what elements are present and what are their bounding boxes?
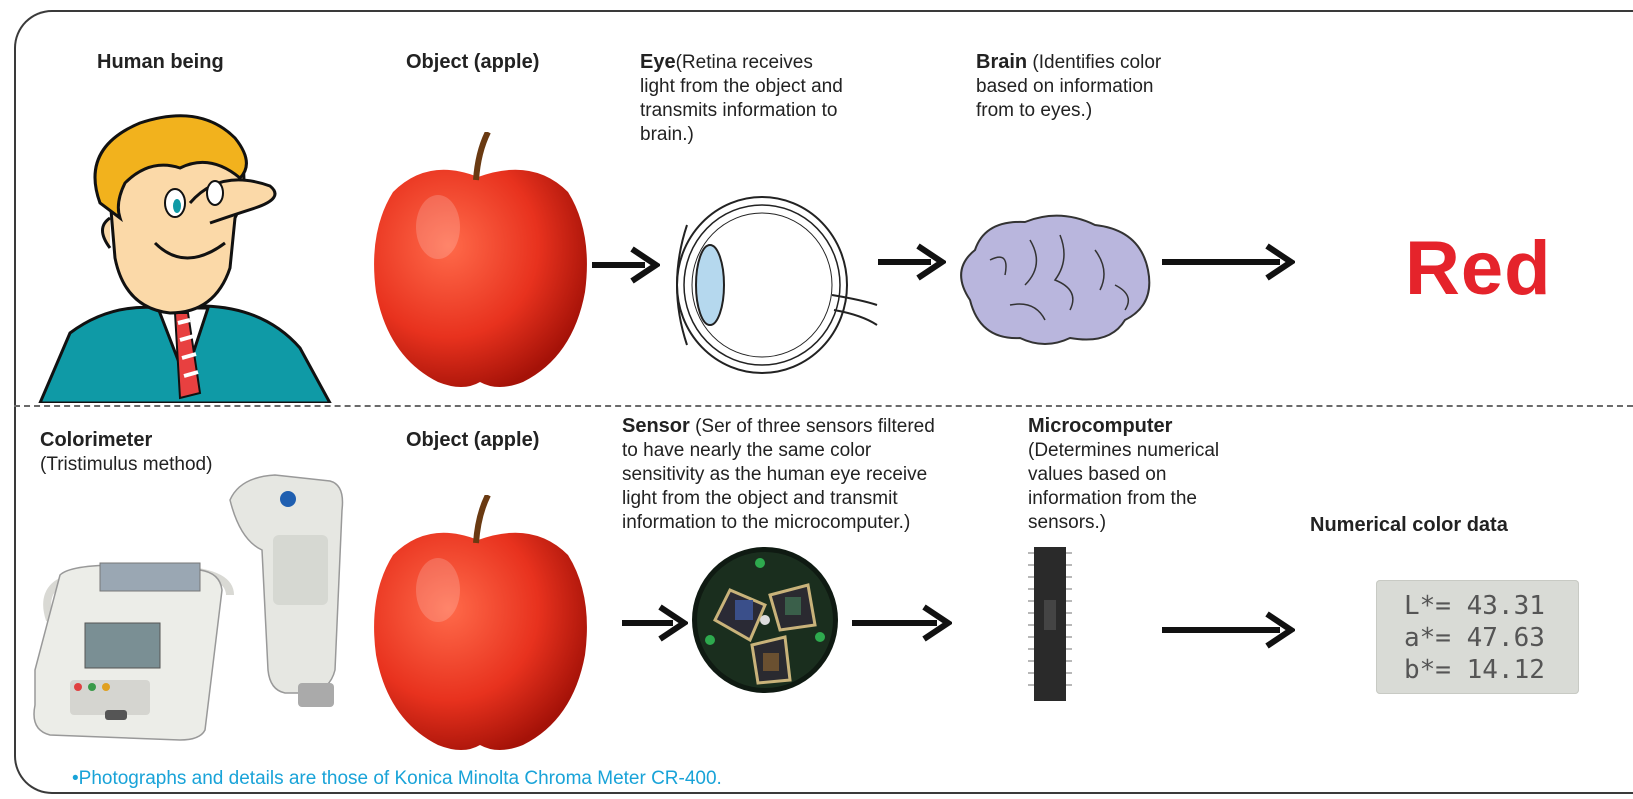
lcd-line-l: L*= 43.31 bbox=[1404, 590, 1579, 622]
microcomputer-label: Microcomputer (Determines numerical valu… bbox=[1028, 414, 1219, 535]
numerical-data-display: L*= 43.31 a*= 47.63 b*= 14.12 bbox=[1376, 580, 1579, 694]
brain-label: Brain (Identifies color based on informa… bbox=[976, 50, 1161, 123]
apple-icon bbox=[368, 132, 593, 392]
footnote: •Photographs and details are those of Ko… bbox=[72, 768, 722, 790]
human-label: Human being bbox=[97, 50, 224, 75]
arrow-right-icon bbox=[620, 603, 688, 643]
row-divider bbox=[14, 405, 1633, 407]
arrow-right-icon bbox=[1160, 242, 1295, 282]
lcd-line-b: b*= 14.12 bbox=[1404, 654, 1579, 686]
brain-icon bbox=[950, 210, 1155, 350]
cartoon-man-icon bbox=[30, 108, 345, 403]
arrow-right-icon bbox=[876, 242, 946, 282]
arrow-right-icon bbox=[1160, 610, 1295, 650]
object-label-bottom: Object (apple) bbox=[406, 428, 539, 453]
numerical-data-label: Numerical color data bbox=[1310, 513, 1508, 538]
microchip-icon bbox=[1026, 545, 1074, 703]
colorimeter-icon bbox=[30, 455, 350, 745]
arrow-right-icon bbox=[850, 603, 952, 643]
result-red: Red bbox=[1405, 225, 1552, 312]
eyeball-icon bbox=[662, 185, 882, 385]
arrow-right-icon bbox=[590, 245, 660, 285]
lcd-line-a: a*= 47.63 bbox=[1404, 622, 1579, 654]
object-label-top: Object (apple) bbox=[406, 50, 539, 75]
eye-label: Eye(Retina receives light from the objec… bbox=[640, 50, 843, 147]
sensor-label: Sensor (Ser of three sensors filtered to… bbox=[622, 414, 935, 535]
apple-icon bbox=[368, 495, 593, 755]
sensor-icon bbox=[690, 545, 840, 695]
